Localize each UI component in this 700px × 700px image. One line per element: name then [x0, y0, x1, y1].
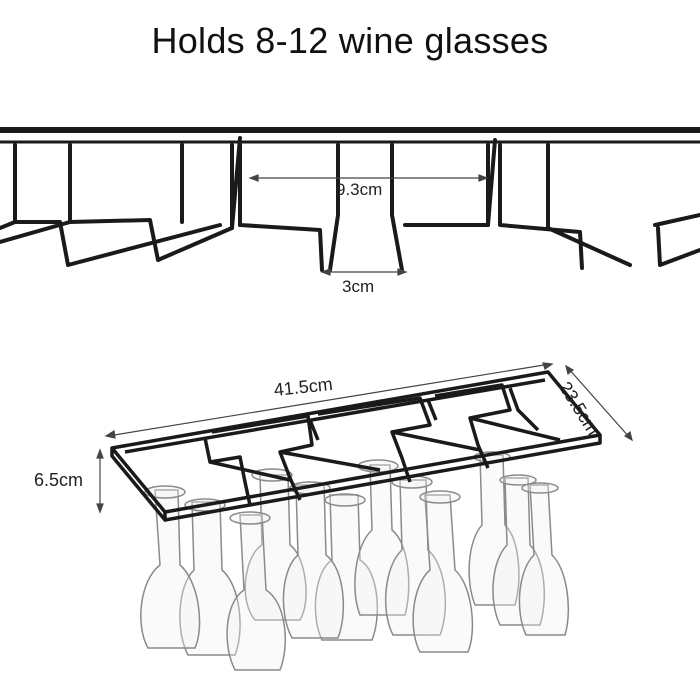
slot-gap-label: 3cm — [342, 277, 375, 296]
slot-spacing-label: 9.3cm — [336, 180, 383, 199]
headline: Holds 8-12 wine glasses — [151, 20, 549, 61]
rack-closeup — [0, 127, 700, 276]
height-label: 6.5cm — [34, 470, 84, 490]
